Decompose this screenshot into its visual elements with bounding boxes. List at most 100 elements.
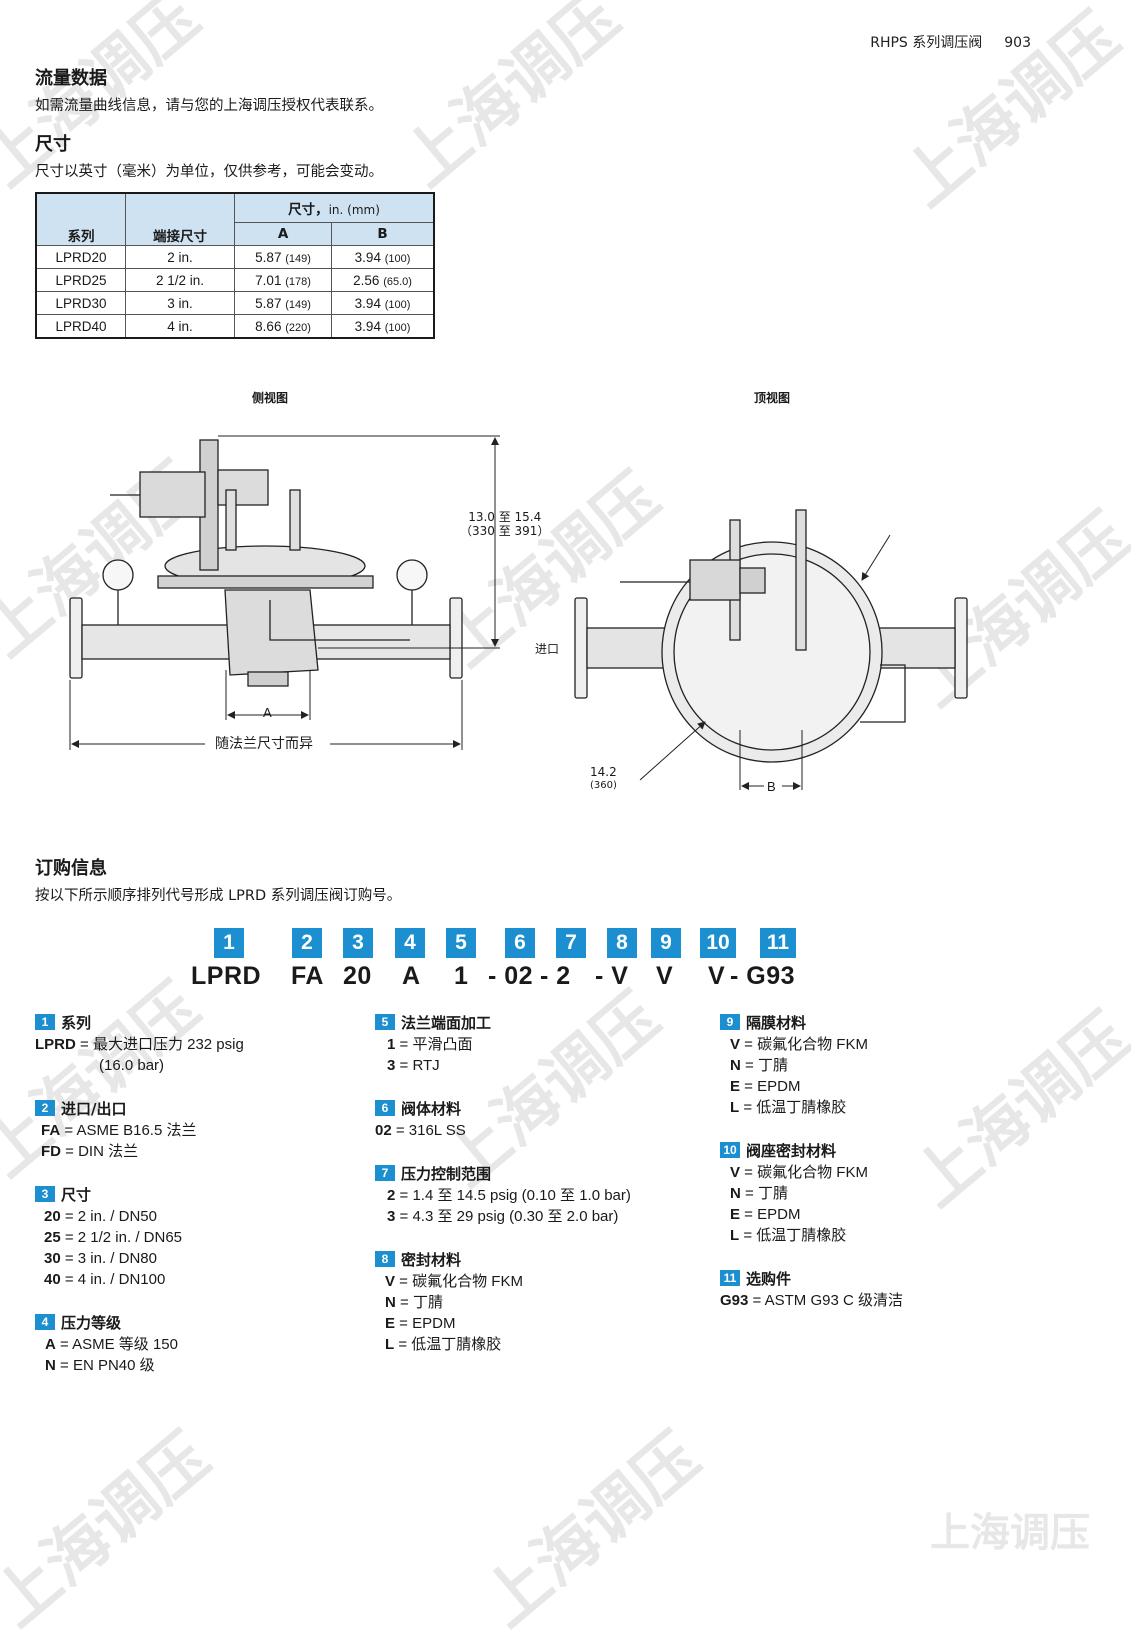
dimensions-title: 尺寸 bbox=[35, 134, 71, 155]
flange-note: 随法兰尺寸而异 bbox=[215, 736, 313, 752]
option-item: 3 = 4.3 至 29 psig (0.30 至 2.0 bar) bbox=[387, 1208, 619, 1225]
page-number: 903 bbox=[1004, 35, 1031, 51]
option-item: 20 = 2 in. / DN50 bbox=[44, 1208, 157, 1225]
th-series: 系列 bbox=[35, 192, 126, 246]
option-item: L = 低温丁腈橡胶 bbox=[730, 1099, 847, 1116]
option-item: LPRD = 最大进口压力 232 psig bbox=[35, 1036, 244, 1053]
th-a: A bbox=[233, 222, 333, 246]
group-number-badge: 10 bbox=[720, 1142, 740, 1158]
flow-text: 如需流量曲线信息，请与您的上海调压授权代表联系。 bbox=[35, 98, 383, 114]
option-item: 2 = 1.4 至 14.5 psig (0.10 至 1.0 bar) bbox=[387, 1187, 631, 1204]
option-item: L = 低温丁腈橡胶 bbox=[385, 1336, 502, 1353]
option-item: E = EPDM bbox=[730, 1078, 801, 1095]
dim-a-label: A bbox=[263, 705, 272, 720]
header-series: RHPS 系列调压阀 bbox=[870, 35, 983, 51]
code-position-badge: 4 bbox=[395, 928, 425, 958]
dimensions-table: 系列 端接尺寸 尺寸，in. (mm) A B LPRD20 2 in. 5.8… bbox=[35, 192, 435, 339]
top-view-title: 顶视图 bbox=[754, 391, 791, 405]
group-number-badge: 6 bbox=[375, 1100, 395, 1116]
option-item: G93 = ASTM G93 C 级清洁 bbox=[720, 1292, 903, 1309]
option-item: N = EN PN40 级 bbox=[45, 1357, 155, 1374]
option-item: L = 低温丁腈橡胶 bbox=[730, 1227, 847, 1244]
option-item: V = 碳氟化合物 FKM bbox=[730, 1036, 868, 1053]
dim-b-label: B bbox=[767, 779, 776, 794]
top-view-dimensions bbox=[639, 534, 891, 790]
option-item: N = 丁腈 bbox=[730, 1057, 788, 1074]
option-item: 02 = 316L SS bbox=[375, 1122, 466, 1139]
group-number-badge: 2 bbox=[35, 1100, 55, 1116]
option-item: V = 碳氟化合物 FKM bbox=[730, 1164, 868, 1181]
code-part: - V bbox=[595, 962, 629, 990]
option-item: 3 = RTJ bbox=[387, 1057, 440, 1074]
option-item: 30 = 3 in. / DN80 bbox=[44, 1250, 157, 1267]
regulator-drawings bbox=[69, 435, 968, 790]
code-part: V bbox=[708, 962, 726, 990]
table-row: LPRD20 2 in. 5.87 (149) 3.94 (100) bbox=[35, 245, 435, 269]
code-part: - G93 bbox=[730, 962, 796, 990]
table-row: LPRD25 2 1/2 in. 7.01 (178) 2.56 (65.0) bbox=[35, 268, 435, 292]
group-number-badge: 4 bbox=[35, 1314, 55, 1330]
option-item: N = 丁腈 bbox=[730, 1185, 788, 1202]
code-part: 1 bbox=[454, 962, 469, 990]
code-position-badge: 2 bbox=[292, 928, 322, 958]
option-item: FA = ASME B16.5 法兰 bbox=[41, 1122, 197, 1139]
option-item-continued: (16.0 bar) bbox=[99, 1057, 165, 1074]
code-position-badge: 8 bbox=[607, 928, 637, 958]
th-end-size: 端接尺寸 bbox=[125, 192, 235, 246]
group-number-badge: 5 bbox=[375, 1014, 395, 1030]
code-position-badge: 7 bbox=[556, 928, 586, 958]
code-position-badge: 3 bbox=[343, 928, 373, 958]
inlet-label: 进口 bbox=[535, 642, 560, 656]
code-position-badge: 1 bbox=[214, 928, 244, 958]
option-item: E = EPDM bbox=[730, 1206, 801, 1223]
code-position-badge: 5 bbox=[446, 928, 476, 958]
watermark: 上海调压 bbox=[470, 1419, 714, 1642]
option-item: A = ASME 等级 150 bbox=[45, 1336, 178, 1353]
code-position-badge: 6 bbox=[505, 928, 535, 958]
dimensions-text: 尺寸以英寸（毫米）为单位，仅供参考，可能会变动。 bbox=[35, 164, 383, 180]
watermark: 上海调压 bbox=[930, 1510, 1090, 1556]
table-row: LPRD30 3 in. 5.87 (149) 3.94 (100) bbox=[35, 291, 435, 315]
option-item: N = 丁腈 bbox=[385, 1294, 443, 1311]
code-position-badge: 10 bbox=[700, 928, 736, 958]
code-part: 20 bbox=[343, 962, 372, 990]
group-number-badge: 3 bbox=[35, 1186, 55, 1202]
ordering-text: 按以下所示顺序排列代号形成 LPRD 系列调压阀订购号。 bbox=[35, 888, 402, 904]
code-part: - 2 bbox=[540, 962, 571, 990]
option-item: FD = DIN 法兰 bbox=[41, 1143, 139, 1160]
group-number-badge: 1 bbox=[35, 1014, 55, 1030]
option-item: 1 = 平滑凸面 bbox=[387, 1036, 473, 1053]
code-part: FA bbox=[291, 962, 324, 990]
flow-title: 流量数据 bbox=[35, 68, 107, 89]
code-part: - 02 bbox=[488, 962, 534, 990]
group-number-badge: 11 bbox=[720, 1270, 740, 1286]
code-position-badge: 11 bbox=[760, 928, 796, 958]
side-view-dimensions bbox=[69, 435, 500, 750]
table-row: LPRD40 4 in. 8.66 (220) 3.94 (100) bbox=[35, 314, 435, 339]
group-number-badge: 9 bbox=[720, 1014, 740, 1030]
top-view-drawing bbox=[574, 509, 968, 763]
page-header: RHPS 系列调压阀 903 bbox=[870, 32, 1031, 52]
order-code: 1 2 3 4 5 6 7 8 9 10 11 LPRD FA 20 A 1 -… bbox=[0, 928, 1131, 998]
watermark: 上海调压 bbox=[0, 1419, 224, 1642]
group-number-badge: 7 bbox=[375, 1165, 395, 1181]
diameter-label: 14.2 (360) bbox=[590, 765, 617, 791]
side-view-title: 侧视图 bbox=[252, 391, 289, 405]
option-item: E = EPDM bbox=[385, 1315, 456, 1332]
option-item: 40 = 4 in. / DN100 bbox=[44, 1271, 166, 1288]
code-part: LPRD bbox=[191, 962, 262, 990]
